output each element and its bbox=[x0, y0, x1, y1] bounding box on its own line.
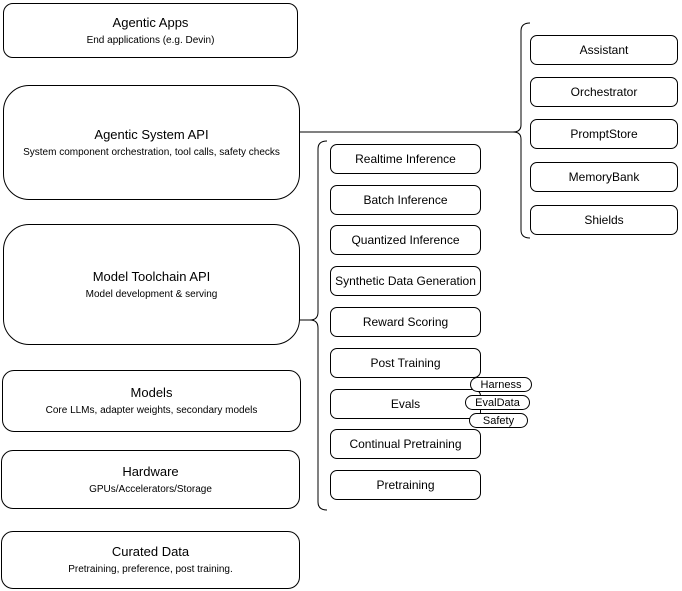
node-synthetic-data-generation: Synthetic Data Generation bbox=[330, 266, 481, 296]
node-subtitle: System component orchestration, tool cal… bbox=[23, 146, 280, 158]
node-realtime-inference: Realtime Inference bbox=[330, 144, 481, 174]
node-agentic-system-api: Agentic System API System component orche… bbox=[3, 85, 300, 200]
node-orchestrator: Orchestrator bbox=[530, 77, 678, 107]
node-batch-inference: Batch Inference bbox=[330, 185, 481, 215]
node-subtitle: Pretraining, preference, post training. bbox=[68, 564, 233, 575]
node-reward-scoring: Reward Scoring bbox=[330, 307, 481, 337]
node-evals: Evals bbox=[330, 389, 481, 419]
tag-harness: Harness bbox=[470, 377, 532, 392]
node-post-training: Post Training bbox=[330, 348, 481, 378]
node-title: Agentic Apps bbox=[112, 14, 189, 30]
node-quantized-inference: Quantized Inference bbox=[330, 225, 481, 255]
node-pretraining: Pretraining bbox=[330, 470, 481, 500]
toolchain-column-brace bbox=[309, 140, 328, 511]
node-title: Curated Data bbox=[111, 544, 190, 559]
tag-evaldata: EvalData bbox=[465, 395, 530, 410]
node-promptstore: PromptStore bbox=[530, 119, 678, 149]
node-assistant: Assistant bbox=[530, 35, 678, 65]
tag-safety: Safety bbox=[469, 413, 528, 428]
node-subtitle: Core LLMs, adapter weights, secondary mo… bbox=[45, 405, 258, 416]
node-title: Hardware bbox=[122, 463, 179, 479]
node-title: Agentic System API bbox=[94, 126, 209, 142]
node-shields: Shields bbox=[530, 205, 678, 235]
node-subtitle: GPUs/Accelerators/Storage bbox=[89, 483, 212, 495]
node-subtitle: Model development & serving bbox=[85, 288, 218, 300]
node-title: Models bbox=[130, 385, 173, 400]
system-components-brace bbox=[512, 22, 531, 239]
node-model-toolchain-api: Model Toolchain API Model development & s… bbox=[3, 224, 300, 345]
node-title: Model Toolchain API bbox=[92, 268, 211, 284]
node-continual-pretraining: Continual Pretraining bbox=[330, 429, 481, 459]
node-memorybank: MemoryBank bbox=[530, 162, 678, 192]
node-subtitle: End applications (e.g. Devin) bbox=[86, 34, 215, 46]
